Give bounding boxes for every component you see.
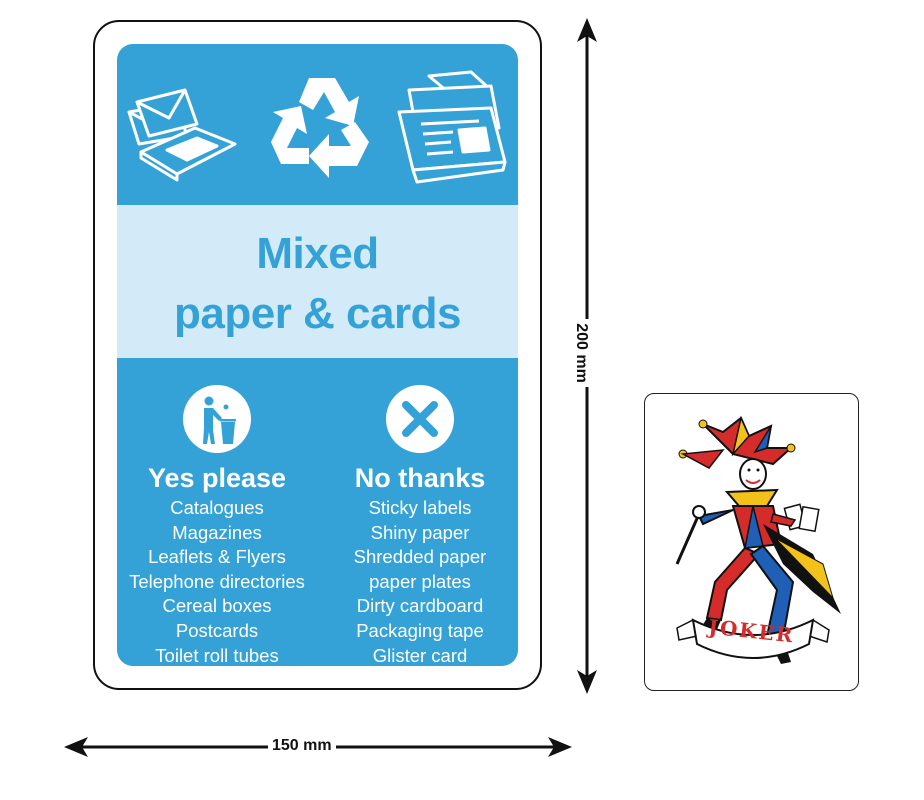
yes-heading: Yes please: [147, 463, 287, 493]
list-item: Cereal boxes: [162, 595, 272, 617]
yes-column: Yes please Catalogues Magazines Leaflets…: [117, 384, 317, 666]
no-heading: No thanks: [354, 463, 486, 493]
bin-person-icon: [183, 385, 251, 453]
cross-icon: [386, 385, 454, 453]
sign-icons-row: [117, 44, 518, 204]
yes-list: Catalogues Magazines Leaflets & Flyers T…: [117, 496, 317, 666]
width-label: 150 mm: [268, 737, 336, 755]
list-item: Magazines: [172, 521, 262, 543]
list-item: Catalogues: [170, 497, 264, 518]
sign-panel: Mixed paper & cards Yes please Catalogue…: [117, 44, 518, 666]
joker-card: JOKER: [644, 393, 859, 691]
list-item: Toilet roll tubes: [155, 644, 279, 666]
list-item: Packaging tape: [356, 619, 484, 641]
no-list: Sticky labels Shiny paper Shredded paper…: [320, 496, 518, 666]
envelope-icon: [127, 88, 237, 182]
joker-illustration: [675, 415, 841, 664]
list-item: Telephone directories: [129, 570, 305, 592]
list-item: Leaflets & Flyers: [148, 546, 286, 568]
list-item: Shredded paper: [353, 546, 487, 568]
list-item: paper plates: [369, 570, 471, 592]
list-item: Sticky labels: [368, 497, 472, 518]
list-item: Shiny paper: [370, 521, 470, 543]
list-item: Postcards: [175, 619, 259, 641]
sign-title-line1: Mixed: [256, 229, 379, 278]
recycling-sign: Mixed paper & cards Yes please Catalogue…: [93, 20, 542, 690]
no-column: No thanks Sticky labels Shiny paper Shre…: [320, 384, 518, 666]
list-item: Dirty cardboard: [356, 595, 484, 617]
sign-title-line2: paper & cards: [174, 289, 461, 338]
height-label: 200 mm: [572, 319, 590, 387]
recycle-icon: [271, 78, 369, 178]
list-item: Glister card: [372, 644, 468, 666]
sign-title-band: Mixed paper & cards: [117, 205, 518, 358]
newspaper-icon: [397, 70, 507, 184]
